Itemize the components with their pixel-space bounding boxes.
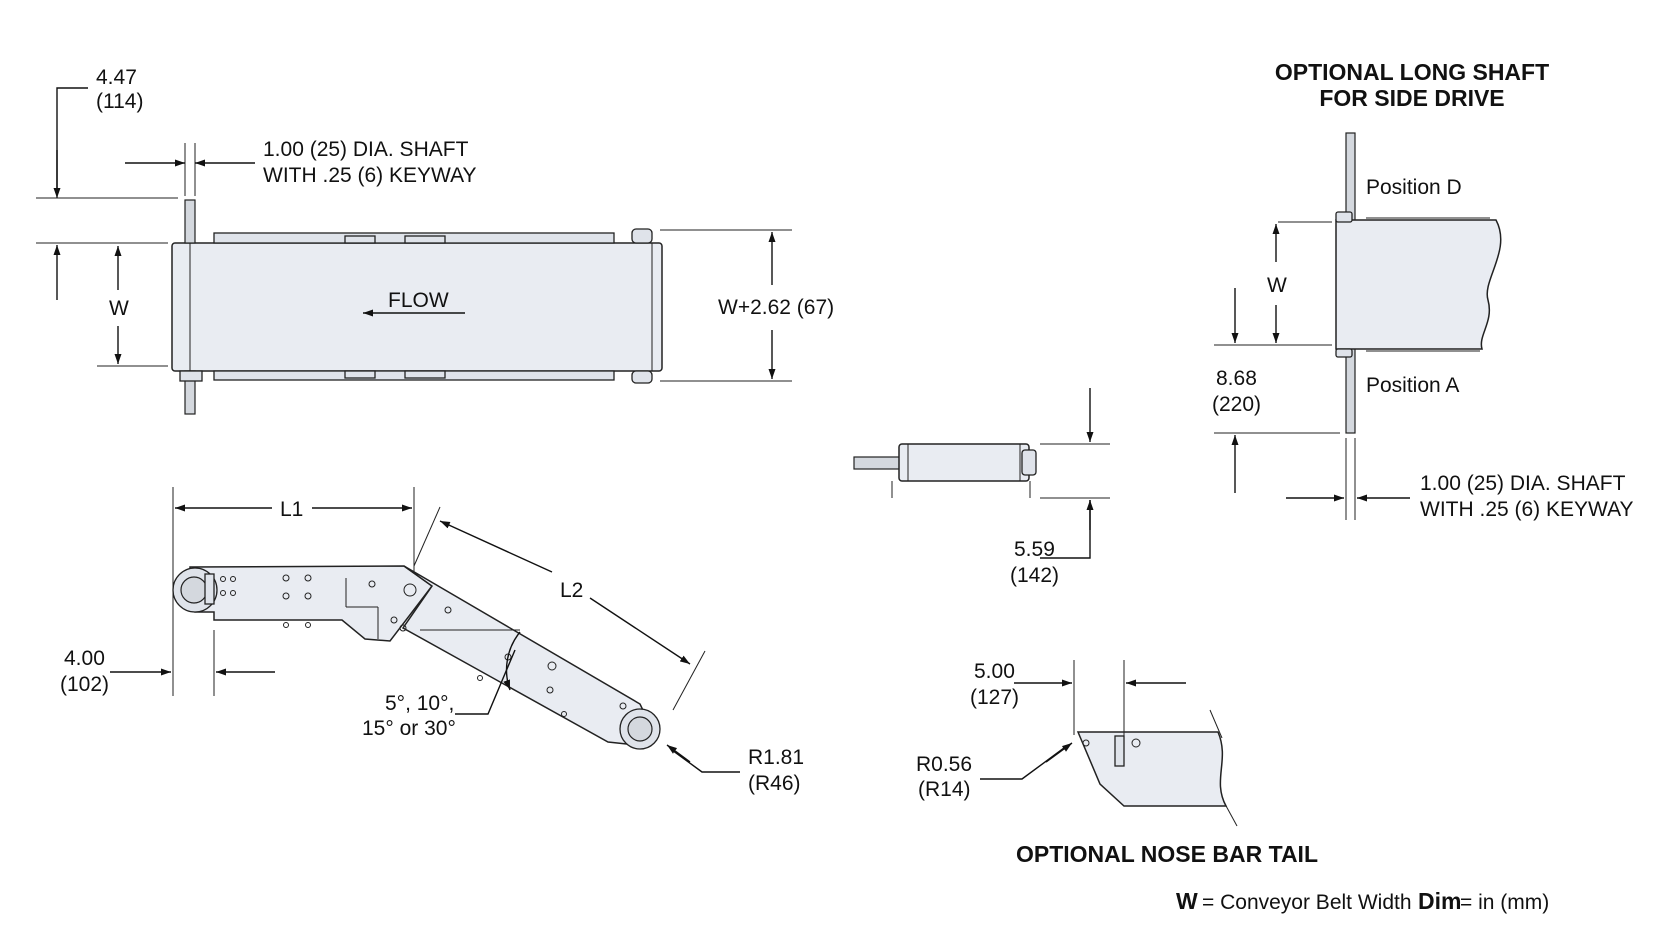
l2-label: L2	[560, 579, 583, 602]
side-drive-w: W	[1267, 274, 1287, 297]
radius-mm: (R46)	[748, 772, 801, 795]
base-value: 4.00	[64, 647, 105, 670]
tail-cap-top	[631, 228, 653, 244]
legend-w-symbol: W	[1176, 888, 1198, 914]
side-frame-horizontal	[189, 565, 434, 642]
legend-w-definition: = Conveyor Belt Width	[1202, 891, 1412, 914]
side-drive-view: OPTIONAL LONG SHAFT FOR SIDE DRIVE Posit…	[1212, 59, 1634, 521]
end-view: 5.59 (142)	[853, 388, 1110, 587]
legend: W = Conveyor Belt Width Dim = in (mm)	[1176, 888, 1549, 914]
top-w-label: W	[109, 297, 129, 320]
top-shaft-line2: WITH .25 (6) KEYWAY	[263, 164, 477, 187]
overhang-mm: (114)	[96, 90, 143, 113]
side-drive-title-1: OPTIONAL LONG SHAFT	[1275, 59, 1549, 85]
shaft-length-value: 8.68	[1216, 367, 1257, 390]
position-a-label: Position A	[1366, 374, 1459, 397]
position-d-label: Position D	[1366, 176, 1462, 199]
tail-cap-bottom	[631, 370, 653, 384]
radius-value: R1.81	[748, 746, 804, 769]
side-frame-inclined	[401, 565, 653, 746]
legend-dim-definition: = in (mm)	[1460, 891, 1549, 914]
end-view-shaft	[853, 456, 901, 470]
end-height-value: 5.59	[1014, 538, 1055, 561]
end-view-body	[898, 443, 1030, 482]
angles-line2: 15° or 30°	[362, 717, 456, 740]
nose-offset-value: 5.00	[974, 660, 1015, 683]
overhang-value: 4.47	[96, 66, 137, 89]
nose-radius-mm: (R14)	[918, 778, 971, 801]
side-shaft-line2: WITH .25 (6) KEYWAY	[1420, 498, 1634, 521]
nose-radius-value: R0.56	[916, 753, 972, 776]
top-view: FLOW 4.47 (114) 1.00 (25) DIA. SHAFT WIT…	[36, 66, 834, 415]
shaft-length-mm: (220)	[1212, 393, 1261, 416]
legend-dim-symbol: Dim	[1418, 888, 1461, 914]
flow-label: FLOW	[388, 289, 449, 312]
side-drive-body	[1335, 219, 1502, 350]
drive-shaft-top	[184, 199, 196, 244]
nose-offset-mm: (127)	[970, 686, 1019, 709]
angles-line1: 5°, 10°,	[385, 692, 454, 715]
nose-bar-body	[1076, 731, 1228, 807]
end-height-mm: (142)	[1010, 564, 1059, 587]
side-shaft-line1: 1.00 (25) DIA. SHAFT	[1420, 472, 1626, 495]
base-mm: (102)	[60, 673, 109, 696]
side-drive-title-2: FOR SIDE DRIVE	[1319, 85, 1504, 111]
side-view: L1 L2 4.00 (102) 5°, 10°, 15° or 30° R1.…	[60, 487, 804, 795]
nose-bar-view: 5.00 (127) R0.56 (R14) OPTIONAL NOSE BAR…	[916, 660, 1318, 867]
l1-label: L1	[280, 498, 303, 521]
nose-bar-title: OPTIONAL NOSE BAR TAIL	[1016, 841, 1318, 867]
top-shaft-line1: 1.00 (25) DIA. SHAFT	[263, 138, 469, 161]
overall-width-label: W+2.62 (67)	[718, 296, 834, 319]
